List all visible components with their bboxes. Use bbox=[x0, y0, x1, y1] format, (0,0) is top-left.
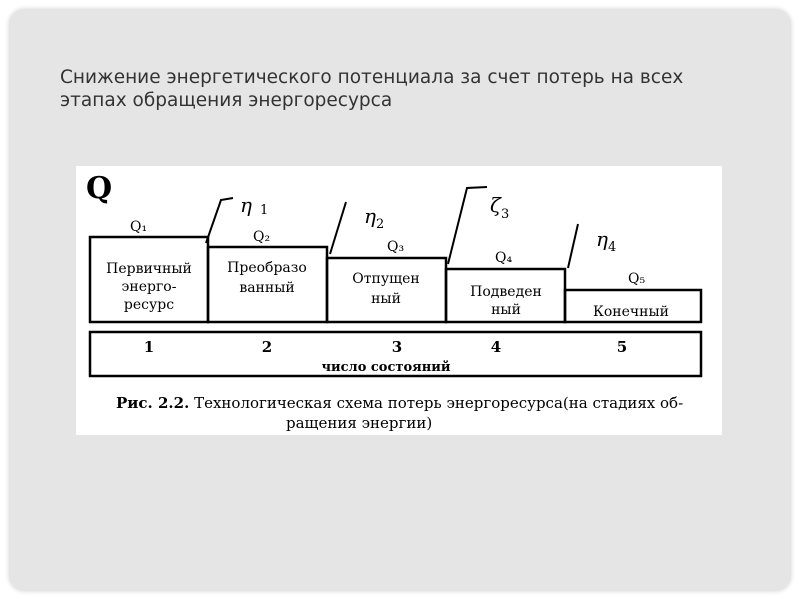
q-labels: Q₁ Q₂ Q₃ Q₄ Q₅ bbox=[130, 219, 645, 287]
stage-bar-5 bbox=[563, 288, 703, 324]
loss-labels: η 1 η 2 ζ 3 η 4 bbox=[240, 193, 616, 255]
stage-4-line-2: ный bbox=[491, 302, 521, 318]
loss-symbol-4: η bbox=[596, 227, 608, 251]
stage-number-5: 5 bbox=[617, 338, 627, 356]
stage-numbers: 1 2 3 4 5 bbox=[144, 338, 627, 356]
stage-5-line-1: Конечный bbox=[593, 304, 669, 320]
loss-diagram-figure: Q η 1 η 2 ζ 3 η 4 Q₁ bbox=[76, 166, 722, 435]
stage-bars bbox=[88, 235, 703, 324]
loss-slash-4 bbox=[567, 223, 579, 269]
loss-symbol-3: ζ bbox=[490, 193, 502, 217]
loss-index-4: 4 bbox=[608, 240, 616, 255]
stage-2-line-1: Преобразо bbox=[227, 260, 307, 276]
axis-label-q: Q bbox=[86, 171, 112, 206]
loss-markers bbox=[205, 186, 579, 269]
q-label-2: Q₂ bbox=[253, 229, 270, 245]
loss-slash-2 bbox=[329, 201, 347, 255]
caption-text-1: Технологическая схема потерь энергоресур… bbox=[189, 394, 683, 412]
q-label-1: Q₁ bbox=[130, 219, 147, 235]
stage-number-3: 3 bbox=[392, 338, 402, 356]
figure-caption-line-2: ращения энергии) bbox=[286, 414, 432, 432]
loss-symbol-2: η bbox=[364, 204, 376, 228]
loss-slash-1 bbox=[205, 197, 234, 244]
stage-3-line-2: ный bbox=[371, 291, 401, 307]
q-label-3: Q₃ bbox=[387, 239, 404, 255]
stage-bar-3 bbox=[325, 256, 448, 324]
stage-1-line-2: энерго- bbox=[122, 279, 177, 295]
stage-1-line-3: ресурс bbox=[124, 297, 174, 313]
loss-diagram: Q η 1 η 2 ζ 3 η 4 Q₁ bbox=[86, 171, 703, 432]
stage-names: Первичный энерго- ресурс Преобразо ванны… bbox=[106, 260, 669, 320]
stage-2-line-2: ванный bbox=[239, 280, 294, 296]
stage-number-4: 4 bbox=[491, 338, 501, 356]
stage-4-line-1: Подведен bbox=[470, 284, 542, 300]
stage-number-1: 1 bbox=[144, 338, 154, 356]
q-label-4: Q₄ bbox=[495, 250, 512, 266]
caption-figure-number: Рис. 2.2. bbox=[116, 394, 189, 412]
states-strip bbox=[88, 330, 703, 378]
loss-slash-3 bbox=[447, 186, 488, 265]
loss-index-1: 1 bbox=[260, 203, 268, 218]
loss-index-3: 3 bbox=[501, 207, 509, 222]
loss-index-2: 2 bbox=[376, 217, 384, 232]
bottom-axis-label: число состояний bbox=[321, 360, 450, 375]
q-label-5: Q₅ bbox=[628, 271, 645, 287]
slide-title: Снижение энергетического потенциала за с… bbox=[60, 67, 684, 111]
loss-symbol-1: η bbox=[240, 193, 252, 217]
figure-caption-line-1: Рис. 2.2. Технологическая схема потерь э… bbox=[116, 394, 683, 412]
stage-1-line-1: Первичный bbox=[106, 261, 192, 277]
stage-number-2: 2 bbox=[262, 338, 272, 356]
stage-3-line-1: Отпущен bbox=[352, 271, 419, 287]
